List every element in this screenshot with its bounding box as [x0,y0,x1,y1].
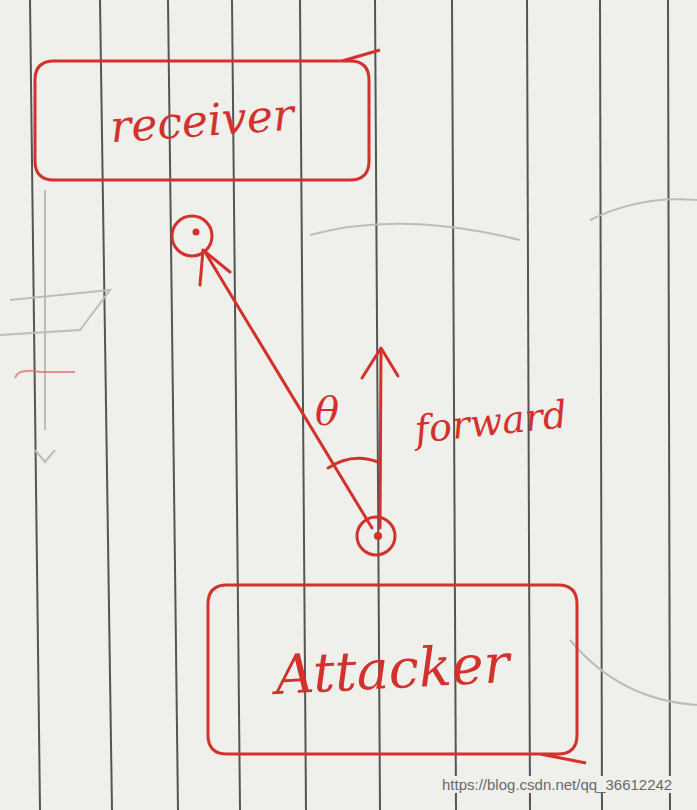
angle-arc [328,458,378,468]
node-label: Attacker [274,632,511,707]
attacker-position [357,517,395,555]
label-box: receiver [32,58,372,183]
arrow-head [200,250,230,285]
arrow-head [362,348,398,378]
watermark: https://blog.csdn.net/qq_36612242 [440,776,674,793]
direction-arrow [205,252,372,528]
angle-symbol: θ [315,388,339,434]
receiver-position [172,216,212,256]
label-box: Attacker [205,582,580,757]
forward-arrow [380,350,381,528]
node-label: receiver [109,89,296,153]
